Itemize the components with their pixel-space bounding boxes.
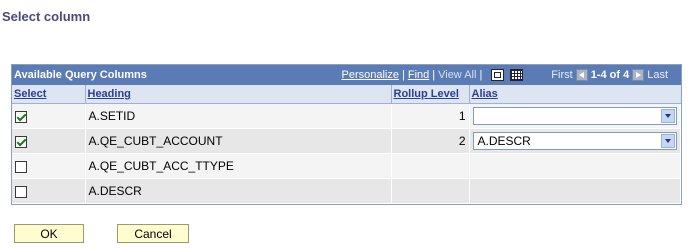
select-checkbox[interactable] (15, 160, 27, 173)
heading-cell: A.QE_CUBT_ACC_TTYPE (85, 153, 392, 179)
column-header-heading[interactable]: Heading (85, 85, 392, 104)
alias-cell: A.DESCR (469, 128, 681, 154)
grid-titlebar: Available Query Columns Personalize | Fi… (12, 65, 681, 85)
column-header-alias[interactable]: Alias (469, 85, 681, 104)
chevron-down-icon[interactable] (660, 134, 675, 148)
column-header-select[interactable]: Select (12, 85, 86, 104)
row-range: 1-4 of 4 (590, 69, 630, 81)
alias-dropdown[interactable]: A.DESCR (472, 132, 677, 150)
nav-separator: | (432, 69, 436, 81)
heading-cell: A.SETID (85, 103, 392, 129)
select-checkbox[interactable] (15, 185, 27, 198)
previous-arrow-icon[interactable] (575, 69, 588, 81)
first-label: First (551, 69, 573, 81)
find-link[interactable]: Find (407, 69, 430, 81)
chevron-down-icon[interactable] (660, 109, 675, 123)
alias-cell (469, 153, 681, 179)
ok-button[interactable]: OK (14, 224, 84, 243)
select-cell (12, 103, 86, 129)
alias-dropdown[interactable] (472, 107, 677, 125)
nav-separator: | (479, 69, 483, 81)
select-checkbox[interactable] (15, 110, 27, 123)
table-row: A.DESCR (12, 178, 681, 204)
grid-title: Available Query Columns (14, 69, 147, 81)
table-row: A.QE_CUBT_ACCOUNT 2 A.DESCR (12, 128, 681, 154)
view-all-link[interactable]: View All (438, 69, 477, 81)
column-header-rollup-level[interactable]: Rollup Level (391, 85, 470, 104)
query-columns-grid: Available Query Columns Personalize | Fi… (11, 64, 682, 205)
select-cell (12, 153, 86, 179)
nav-separator: | (401, 69, 405, 81)
select-cell (12, 128, 86, 154)
select-cell (12, 178, 86, 204)
table-header-row: Select Heading Rollup Level Alias (12, 85, 681, 104)
page-title: Select column (2, 9, 91, 24)
heading-cell: A.QE_CUBT_ACCOUNT (85, 128, 392, 154)
rollup-level-cell: 2 (391, 128, 470, 154)
next-arrow-icon[interactable] (632, 69, 645, 81)
table-row: A.QE_CUBT_ACC_TTYPE (12, 153, 681, 179)
alias-cell (469, 178, 681, 204)
rollup-level-cell (391, 178, 470, 204)
personalize-link[interactable]: Personalize (341, 69, 399, 81)
last-label: Last (647, 69, 668, 81)
alias-value: A.DESCR (477, 134, 531, 148)
rollup-level-cell: 1 (391, 103, 470, 129)
zoom-grid-icon[interactable] (491, 69, 505, 81)
alias-cell (469, 103, 681, 129)
download-spreadsheet-icon[interactable] (510, 69, 524, 81)
columns-table: Select Heading Rollup Level Alias A.SETI… (12, 85, 681, 204)
table-row: A.SETID 1 (12, 103, 681, 129)
select-checkbox[interactable] (15, 135, 27, 148)
cancel-button[interactable]: Cancel (117, 224, 189, 243)
heading-cell: A.DESCR (85, 178, 392, 204)
rollup-level-cell (391, 153, 470, 179)
grid-navigation: Personalize | Find | View All | First 1-… (341, 65, 668, 85)
